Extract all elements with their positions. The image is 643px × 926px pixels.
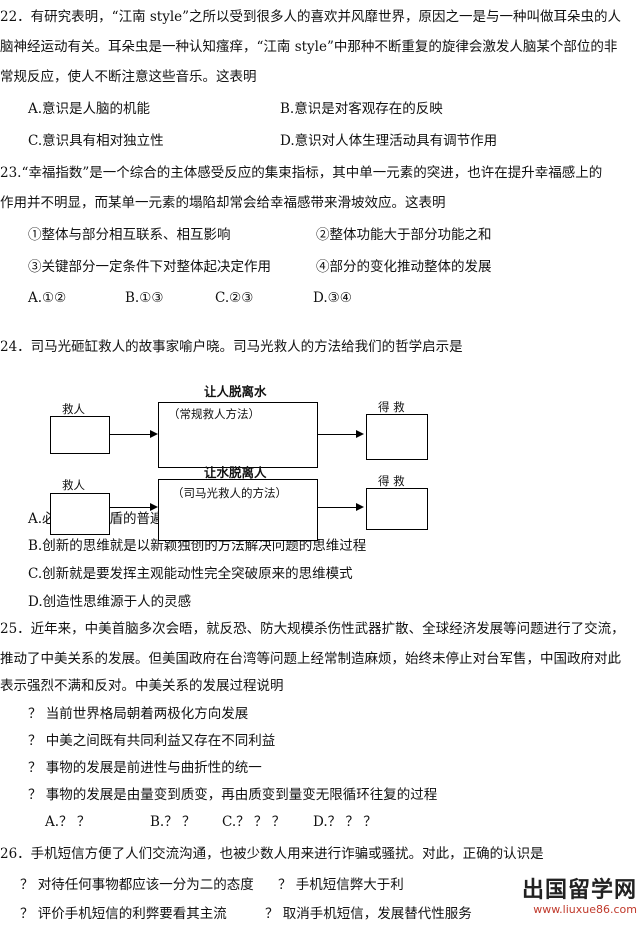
q25-statement-2: ？ 中美之间既有共同利益又存在不同利益: [28, 733, 276, 749]
q26-statement-3: ？ 评价手机短信的利弊要看其主流: [20, 906, 227, 922]
row2-arrow-right: [317, 503, 364, 511]
q25-stem-line1: 25．近年来，中美首脑多次会晤，就反恐、防大规模杀伤性武器扩散、全球经济发展等问…: [0, 621, 625, 637]
row1-middle-label: （常规救人方法）: [168, 407, 260, 421]
q23-option-b: B.①③: [125, 290, 164, 306]
q26-statement-4: ？ 取消手机短信，发展替代性服务: [265, 906, 472, 922]
q24-stem-line1: 24．司马光砸缸救人的故事家喻户晓。司马光救人的方法给我们的哲学启示是: [0, 339, 463, 355]
watermark-url: www.liuxue86.com: [533, 903, 637, 916]
q25-statement-4: ？ 事物的发展是由量变到质变，再由质变到量变无限循环往复的过程: [28, 787, 438, 803]
q23-stem-line1: 23.“幸福指数”是一个综合的主体感受反应的集束指标，其中单一元素的突进，也许在…: [0, 165, 603, 181]
watermark-title: 出国留学网: [521, 878, 637, 903]
q22-stem-line1: 22．有研究表明，“江南 style”之所以受到很多人的喜欢并风靡世界，原因之一…: [0, 9, 622, 25]
q25-option-c: C.？ ？ ？: [222, 814, 286, 830]
row2-arrow-left: [109, 503, 158, 511]
row2-left-box: [50, 493, 110, 535]
q26-statement-1: ？ 对待任何事物都应该一分为二的态度: [20, 877, 254, 893]
q24-option-d: D.创造性思维源于人的灵感: [28, 594, 192, 610]
q23-statement-3: ③关键部分一定条件下对整体起决定作用: [28, 259, 271, 275]
row2-title: 让水脱离人: [204, 465, 267, 480]
row2-right-box: [366, 488, 428, 530]
row2-middle-label: （司马光救人的方法）: [172, 486, 287, 500]
row1-right-label: 得 救: [378, 400, 405, 414]
q22-option-b: B.意识是对客观存在的反映: [280, 101, 443, 117]
row1-title: 让人脱离水: [204, 384, 267, 399]
row1-middle-box: [158, 402, 318, 468]
q24-option-c: C.创新就是要发挥主观能动性完全突破原来的思维模式: [28, 566, 353, 582]
q25-option-a: A.？ ？: [45, 814, 91, 830]
q25-statement-1: ？ 当前世界格局朝着两极化方向发展: [28, 706, 249, 722]
row1-arrow-right: [317, 430, 364, 438]
row2-left-label: 救人: [62, 478, 85, 492]
row2-middle-box: [158, 479, 318, 541]
q23-stem-line2: 作用并不明显，而某单一元素的塌陷却常会给幸福感带来滑坡效应。这表明: [0, 195, 446, 211]
q25-option-d: D.？ ？ ？: [313, 814, 377, 830]
q26-stem-line1: 26．手机短信方便了人们交流沟通，也被少数人用来进行诈骗或骚扰。对此，正确的认识…: [0, 846, 544, 862]
q25-statement-3: ？ 事物的发展是前进性与曲折性的统一: [28, 760, 262, 776]
q25-stem-line3: 表示强烈不满和反对。中美关系的发展过程说明: [0, 678, 284, 694]
q23-statement-1: ①整体与部分相互联系、相互影响: [28, 227, 231, 243]
row2-right-label: 得 救: [378, 474, 405, 488]
q22-stem-line3: 常规反应，使人不断注意这些音乐。这表明: [0, 69, 257, 85]
q24-option-b: B.创新的思维就是以新颖独创的方法解决问题的思维过程: [28, 538, 367, 554]
q25-option-b: B.？ ？: [150, 814, 196, 830]
watermark-logo: 出国留学网 www.liuxue86.com: [521, 878, 637, 917]
q22-stem-line2: 脑神经运动有关。耳朵虫是一种认知瘙痒，“江南 style”中那种不断重复的旋律会…: [0, 39, 618, 55]
q22-option-c: C.意识具有相对独立性: [28, 133, 164, 149]
q22-option-d: D.意识对人体生理活动具有调节作用: [280, 133, 498, 149]
q23-statement-4: ④部分的变化推动整体的发展: [316, 259, 492, 275]
row1-left-box: [50, 416, 110, 454]
q26-statement-2: ？ 手机短信弊大于利: [278, 877, 404, 893]
q23-statement-2: ②整体功能大于部分功能之和: [316, 227, 492, 243]
q23-option-c: C.②③: [215, 290, 254, 306]
row1-left-label: 救人: [62, 402, 85, 416]
q23-option-d: D.③④: [313, 290, 352, 306]
q23-option-a: A.①②: [28, 290, 67, 306]
q22-option-a: A.意识是人脑的机能: [28, 101, 151, 117]
row1-arrow-left: [109, 430, 158, 438]
q25-stem-line2: 推动了中美关系的发展。但美国政府在台湾等问题上经常制造麻烦，始终未停止对台军售，…: [0, 651, 621, 667]
row1-right-box: [366, 414, 428, 460]
